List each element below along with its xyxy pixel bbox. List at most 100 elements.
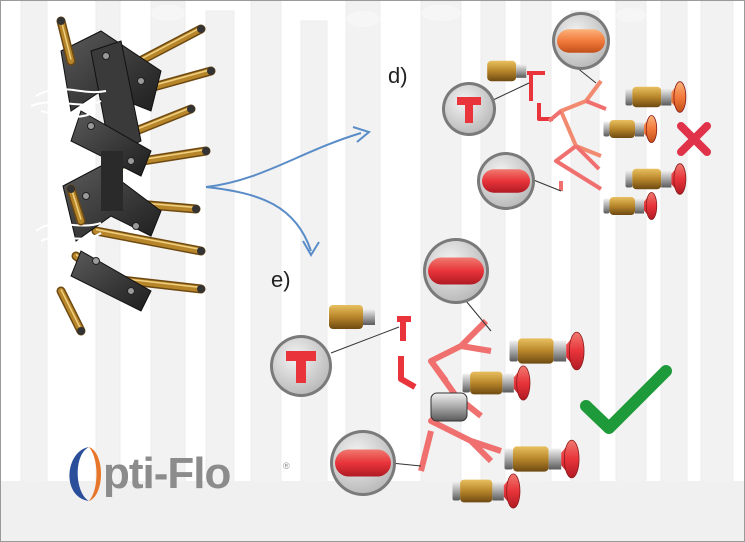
nozzle-body: [661, 88, 672, 106]
inlet-body: [363, 309, 375, 325]
variant-e-label: e): [271, 267, 291, 292]
manifold-bolt: [127, 287, 135, 295]
nozzle-cap: [603, 121, 610, 137]
runner-channel: [559, 79, 603, 158]
nozzle-rod: [93, 228, 204, 254]
nozzle-cap: [603, 198, 610, 214]
nozzle-heater-band: [470, 371, 503, 395]
manifold-bolt: [132, 222, 140, 230]
manifold-bolt: [82, 192, 90, 200]
nozzle-cap: [625, 170, 633, 188]
manifold-bolt: [87, 122, 95, 130]
manifold-bolt: [102, 52, 110, 60]
runner-channel: [398, 356, 417, 390]
nozzle-heater-band: [460, 479, 493, 503]
nozzle-body: [661, 170, 672, 188]
arrowhead-e: [302, 240, 320, 257]
runner-channel: [418, 343, 502, 472]
nozzle-heater-band: [609, 120, 635, 138]
runner-channel: [547, 99, 607, 191]
cavity-mouth: [563, 439, 580, 479]
nozzle-rod-tip: [192, 205, 200, 213]
callout-line: [465, 300, 492, 332]
heater-wires: [30, 88, 107, 118]
nozzle-cap: [504, 448, 513, 470]
manifold-beam: [90, 40, 142, 157]
callout-line: [330, 326, 400, 354]
machine-nozzle-inlet: [329, 305, 375, 329]
heater-wires: [35, 222, 102, 242]
nozzle-rod-tip: [57, 17, 65, 25]
nozzle-cap: [625, 88, 633, 106]
junction-channel: [457, 97, 481, 123]
nozzle: [625, 163, 687, 195]
variant-d-label: d): [388, 63, 408, 88]
nozzle: [509, 331, 585, 371]
nozzle-rod-tip: [207, 67, 215, 75]
nozzle-body: [548, 448, 562, 470]
nozzle-rod-tip: [77, 327, 85, 335]
callout-line: [390, 462, 422, 467]
melt-flow-cross-section: [428, 257, 484, 285]
melt-flow-cross-section: [335, 449, 391, 477]
arrowhead-d: [352, 126, 372, 143]
logo-registered-mark: ®: [283, 461, 290, 471]
nozzle: [452, 473, 521, 509]
manifold-bolt: [137, 77, 145, 85]
nozzle-body: [553, 340, 567, 362]
cavity-mouth: [673, 163, 687, 195]
magnifier-red-flow: [330, 430, 396, 496]
melt-flow-cross-section: [482, 169, 530, 193]
logo-wordmark: pti-Flo: [103, 449, 231, 498]
variant-e-runner-diagram: [270, 238, 672, 509]
variant-d-runner-diagram: [442, 12, 711, 220]
nozzle-rod-tip: [187, 105, 195, 113]
callout-line: [530, 178, 562, 192]
flow-arrows: [205, 126, 372, 257]
runner-junction-block: [430, 392, 468, 422]
magnifier-t-junction: [442, 82, 496, 136]
nozzle-rod-highlight: [60, 19, 72, 60]
nozzle-heater-band: [632, 86, 662, 108]
nozzle-heater-band: [517, 338, 554, 364]
inlet-heater-band: [487, 60, 517, 82]
nozzle: [603, 192, 658, 220]
nozzle-rod-tip: [202, 147, 210, 155]
nozzle-cap: [452, 481, 461, 501]
runner-channel: [527, 71, 545, 101]
magnifier-t-junction: [270, 335, 332, 397]
hot-runner-manifold-image: [30, 16, 216, 336]
nozzle-rod-tip: [197, 25, 205, 33]
inlet-body: [516, 64, 527, 78]
runner-channel: [397, 316, 411, 341]
cavity-mouth: [645, 115, 658, 143]
nozzle-cap: [509, 340, 518, 362]
nozzle-rod-highlight: [95, 228, 202, 251]
manifold-beam: [101, 151, 123, 211]
nozzle-rod-tip: [197, 247, 205, 255]
arrow-to-e: [205, 186, 312, 252]
nozzle-cap: [462, 373, 471, 393]
inlet-heater-band: [329, 305, 363, 329]
magnifier-red-flow: [423, 238, 489, 304]
nozzle-rod-tip: [197, 285, 205, 293]
cavity-mouth: [516, 365, 531, 401]
nozzle-heater-band: [632, 168, 662, 190]
nozzle: [625, 81, 687, 113]
logo-symbol-icon: [69, 447, 101, 501]
magnifier-orange-flow: [552, 12, 610, 70]
cavity-mouth: [568, 331, 585, 371]
manifold-bolt: [127, 157, 135, 165]
nozzle: [603, 115, 658, 143]
nozzle-body: [492, 481, 504, 501]
nozzle-heater-band: [512, 446, 549, 472]
nozzle-body: [635, 198, 644, 214]
nozzle-body: [635, 121, 644, 137]
nozzle-rod-highlight: [70, 187, 82, 220]
checkmark-icon: [580, 365, 672, 434]
melt-flow-cross-section: [557, 29, 605, 53]
nozzle-rod-tip: [67, 185, 75, 193]
nozzle-rod-highlight: [60, 289, 82, 330]
